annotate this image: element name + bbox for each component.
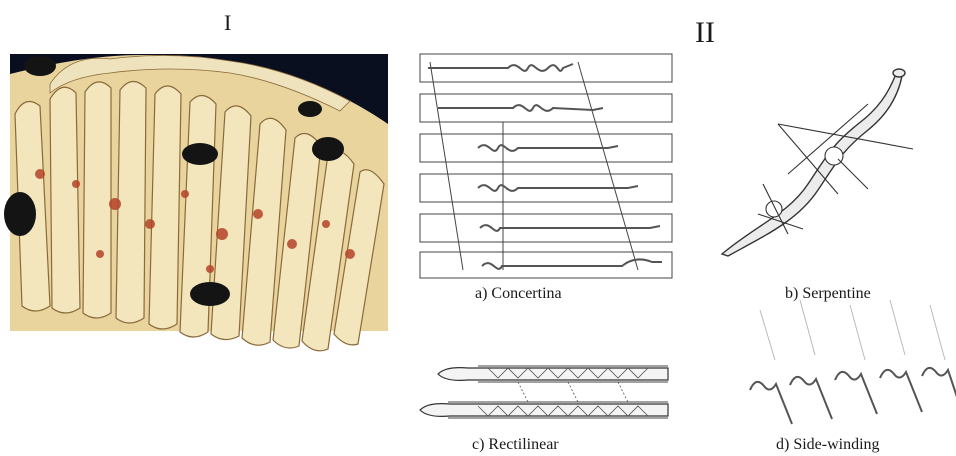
caption-side-winding: d) Side-winding xyxy=(776,436,880,454)
concertina-diagram xyxy=(418,52,674,280)
panel-label-i: I xyxy=(224,10,231,36)
serpentine-snake xyxy=(722,69,905,256)
concertina-tunnels xyxy=(420,54,672,278)
serpentine-diagram xyxy=(718,64,918,260)
side-winding-tracks xyxy=(760,300,945,360)
side-winding-diagram xyxy=(740,300,956,430)
rectilinear-diagram xyxy=(418,360,674,424)
rectilinear-snakes xyxy=(420,368,668,417)
side-winding-snakes xyxy=(750,368,956,424)
caption-concertina: a) Concertina xyxy=(475,285,562,303)
caption-rectilinear: c) Rectilinear xyxy=(472,436,559,454)
concertina-snakes xyxy=(428,64,662,269)
snake-belly-photo xyxy=(10,54,388,331)
panel-label-ii: II xyxy=(695,16,715,50)
